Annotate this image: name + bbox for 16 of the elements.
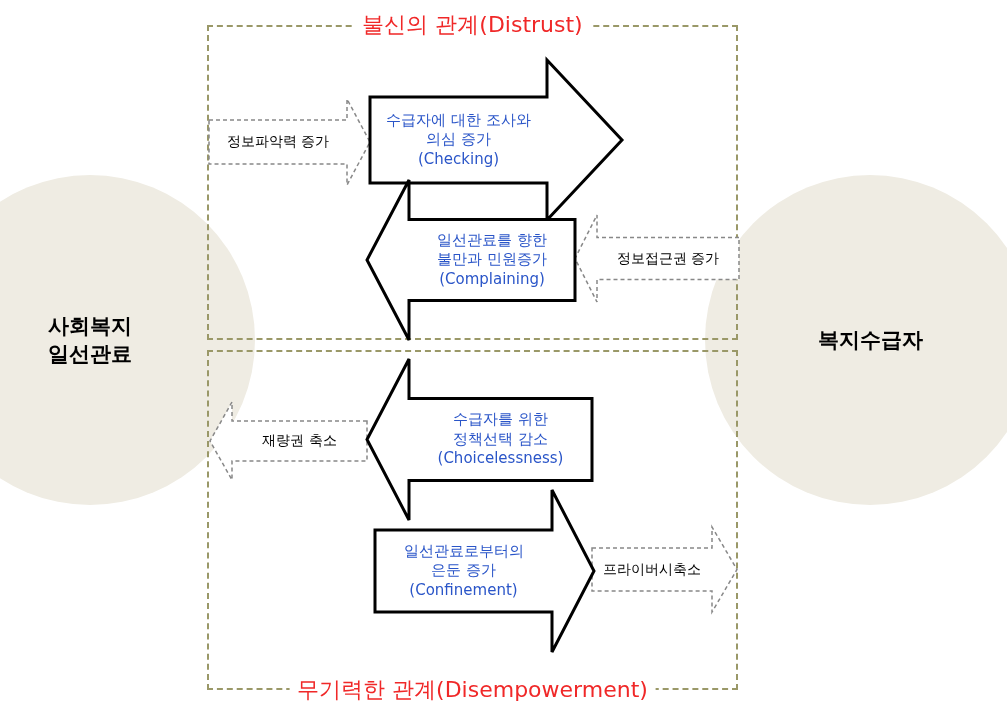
arrow-label: 수급자를 위한 정책선택 감소 (452, 410, 549, 450)
arrow-label-english: (Complaining) (439, 269, 545, 290)
arrow-label: 일선관료를 향한 불만과 민원증가 (436, 230, 548, 270)
arrow-label: 프라이버시축소 (603, 560, 701, 579)
arrow-label-english: (Confinement) (409, 580, 518, 601)
arrow-label-english: (Choicelessness) (437, 449, 564, 469)
arrow-label: 재량권 축소 (262, 432, 337, 450)
arrow-label: 정보접근권 증가 (616, 249, 720, 268)
arrow-label: 수급자에 대한 조사와 의심 증가 (385, 110, 532, 150)
actor-label: 복지수급자 (817, 326, 923, 354)
arrow-label-english: (Checking) (417, 149, 499, 170)
actor-label: 사회복지 일선관료 (47, 312, 133, 368)
group-title: 무기력한 관계(Disempowerment) (289, 677, 656, 703)
group-title: 불신의 관계(Distrust) (354, 12, 591, 38)
arrow-label: 일선관료로부터의 은둔 증가 (402, 541, 525, 581)
arrow-label: 정보파악력 증가 (226, 133, 330, 151)
